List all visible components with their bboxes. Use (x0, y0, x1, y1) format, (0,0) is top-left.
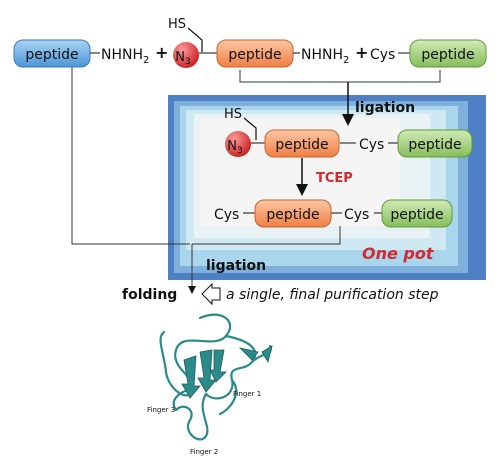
one-pot-label: One pot (362, 244, 435, 263)
ligation-label-bottom: ligation (206, 258, 266, 274)
pill-peptide-green-3: peptide (381, 199, 453, 228)
plus-sign-1: + (155, 43, 168, 62)
svg-text:N3: N3 (175, 50, 190, 67)
plus-sign-2: + (355, 43, 368, 62)
svg-text:peptide: peptide (228, 47, 281, 63)
folding-label: folding (122, 287, 177, 303)
svg-text:peptide: peptide (421, 47, 474, 63)
pill-peptide-orange-3: peptide (254, 199, 332, 228)
zinc-finger-ribbon (159, 313, 272, 441)
zinc-finger-strands (181, 345, 273, 399)
azide-ball-2: N3 (225, 131, 251, 157)
finger1-label: Finger 1 (233, 390, 261, 398)
svg-text:peptide: peptide (390, 207, 443, 223)
connector-lines (71, 66, 441, 294)
cys-label-3: Cys (214, 207, 239, 223)
purification-label: a single, final purification step (226, 287, 439, 303)
pill-peptide-green-2: peptide (397, 129, 473, 158)
hs-label-2: HS (224, 107, 242, 122)
svg-text:peptide: peptide (25, 47, 78, 63)
ligation-label-top: ligation (355, 100, 415, 116)
tcep-label: TCEP (316, 171, 353, 186)
cys-label-4: Cys (344, 207, 369, 223)
pill-peptide-blue: peptide (13, 39, 91, 68)
svg-text:peptide: peptide (266, 207, 319, 223)
pill-peptide-orange-2: peptide (264, 129, 340, 158)
finger2-label: Finger 2 (190, 448, 218, 456)
pill-peptide-green-1: peptide (409, 39, 487, 68)
hydrazide-label-1: NHNH2 (101, 47, 149, 66)
svg-text:peptide: peptide (275, 137, 328, 153)
cys-label-2: Cys (359, 137, 384, 153)
azide-ball-1: N3 (173, 42, 199, 68)
hydrazide-label-2: NHNH2 (301, 47, 349, 66)
svg-text:peptide: peptide (408, 137, 461, 153)
open-arrow-icon (201, 282, 221, 306)
svg-text:N3: N3 (227, 139, 242, 156)
hs-label-1: HS (168, 17, 186, 32)
one-pot-frame (168, 95, 486, 280)
pill-peptide-orange-1: peptide (216, 39, 294, 68)
cys-label-1: Cys (370, 47, 395, 63)
finger3-label: Finger 3 (147, 406, 175, 414)
